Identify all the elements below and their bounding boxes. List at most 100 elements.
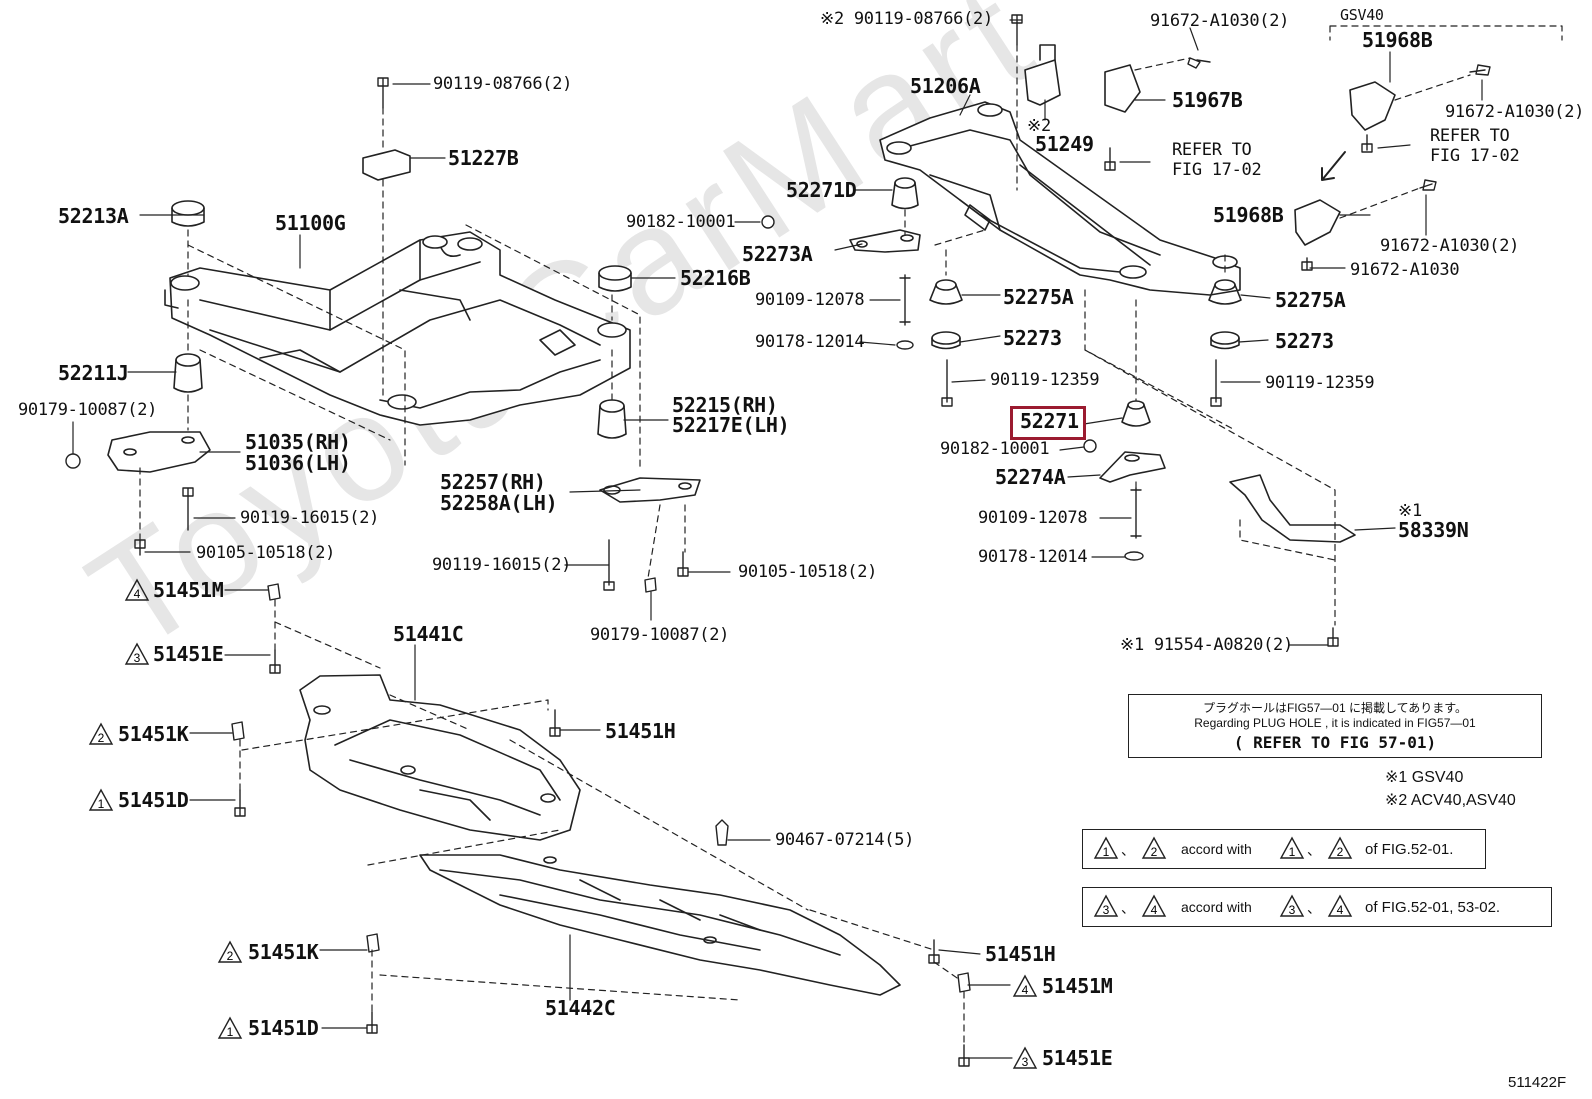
plug-hole-note-en: Regarding PLUG HOLE , it is indicated in… xyxy=(1194,716,1476,730)
leader-lines xyxy=(72,19,1483,1059)
svg-text:3: 3 xyxy=(1103,903,1110,917)
part-label: 51968B xyxy=(1213,203,1284,227)
part-label: 90182-10001 xyxy=(626,212,736,232)
crossmember-51100g xyxy=(164,231,631,426)
part-label: 52274A xyxy=(995,465,1066,489)
applicability-note-1: ※1 GSV40 xyxy=(1385,769,1464,786)
dashed-guides xyxy=(139,25,1563,1046)
part-label: ※1 xyxy=(1398,501,1422,521)
svg-text:4: 4 xyxy=(1022,983,1029,997)
part-label: 51442C xyxy=(545,996,616,1020)
part-label: 58339N xyxy=(1398,518,1469,542)
part-label: 52217E(LH) xyxy=(672,413,790,437)
part-label: 51451D xyxy=(248,1016,319,1040)
svg-text:3: 3 xyxy=(1022,1055,1029,1069)
plug-hole-note: プラグホールはFIG57—01 に掲載してあります。 Regarding PLU… xyxy=(1128,694,1542,758)
part-label: 52213A xyxy=(58,204,129,228)
triangle-marker-icon: 3 xyxy=(1093,894,1119,917)
cushion-52216b xyxy=(598,265,632,292)
part-label: 51451D xyxy=(118,788,189,812)
separator: 、 xyxy=(1121,900,1135,916)
plug-hole-note-ref: ( REFER TO FIG 57-01) xyxy=(1233,733,1437,752)
part-label: 51249 xyxy=(1035,132,1094,156)
part-label: 90109-12078 xyxy=(755,290,865,310)
part-label: FIG 17-02 xyxy=(1172,160,1262,180)
svg-text:4: 4 xyxy=(1337,903,1344,917)
part-label: 51451M xyxy=(1042,974,1113,998)
triangle-marker-icon: 1 xyxy=(217,1016,243,1039)
cushion-52211j xyxy=(173,353,203,393)
part-label: 91672-A1030(2) xyxy=(1150,11,1290,31)
svg-text:3: 3 xyxy=(1289,903,1296,917)
part-label: 90105-10518(2) xyxy=(738,562,878,582)
applicability-note-2: ※2 ACV40,ASV40 xyxy=(1385,792,1516,809)
bracket-51968b-bot xyxy=(1294,199,1341,246)
part-label: REFER TO xyxy=(1172,140,1252,160)
brace-58339n xyxy=(1229,474,1356,543)
svg-text:1: 1 xyxy=(1289,845,1296,859)
triangle-marker-icon: 2 xyxy=(1327,836,1353,859)
part-label: 51036(LH) xyxy=(245,451,351,475)
part-label: 52273 xyxy=(1003,326,1062,350)
triangle-marker-icon: 1 xyxy=(88,788,114,811)
triangle-marker-icon: 1 xyxy=(1279,836,1305,859)
bracket-51035 xyxy=(107,431,211,473)
svg-text:2: 2 xyxy=(98,731,105,745)
part-label: FIG 17-02 xyxy=(1430,146,1520,166)
part-label: 51227B xyxy=(448,146,519,170)
triangle-marker-icon: 2 xyxy=(1141,836,1167,859)
bolts xyxy=(134,14,1491,1067)
part-label: 51451K xyxy=(248,940,319,964)
part-label: 51206A xyxy=(910,74,981,98)
part-label: 51451M xyxy=(153,578,224,602)
bracket-51968b-top xyxy=(1349,81,1396,131)
triangle-marker-icon: 2 xyxy=(217,940,243,963)
triangle-marker-icon: 2 xyxy=(88,722,114,745)
engine-under-cover-51441c xyxy=(299,674,581,841)
part-label: ※2 90119-08766(2) xyxy=(820,9,993,29)
part-highlight[interactable] xyxy=(1010,406,1086,440)
part-label: 51451H xyxy=(985,942,1056,966)
part-label: 90105-10518(2) xyxy=(196,543,336,563)
part-label: 52215(RH) xyxy=(672,393,778,417)
part-label: 52275A xyxy=(1003,285,1074,309)
accord-note-1: 1 、 2 accord with 1 、 2 of FIG.52-01. xyxy=(1082,829,1486,869)
accord-text: accord with xyxy=(1181,899,1252,915)
part-label: 52271D xyxy=(786,178,857,202)
part-label: 51451E xyxy=(153,642,224,666)
triangle-marker-icon: 4 xyxy=(1327,894,1353,917)
part-label: 90119-08766(2) xyxy=(433,74,573,94)
part-label: ※2 xyxy=(1027,116,1051,136)
plug-hole-note-jp: プラグホールはFIG57—01 に掲載してあります。 xyxy=(1202,701,1468,715)
bracket-52257 xyxy=(599,477,701,503)
cushion-52273-l xyxy=(931,331,961,350)
crossmember-51206a xyxy=(879,101,1241,296)
part-label: 91672-A1030(2) xyxy=(1445,102,1585,122)
cushion-52213a xyxy=(171,200,205,227)
svg-text:2: 2 xyxy=(1337,845,1344,859)
part-label: 90178-12014 xyxy=(755,332,865,352)
part-label: 90467-07214(5) xyxy=(775,830,915,850)
accord-note-2: 3 、 4 accord with 3 、 4 of FIG.52-01, 53… xyxy=(1082,887,1552,927)
part-label: 52258A(LH) xyxy=(440,491,558,515)
part-label: 52273A xyxy=(742,242,813,266)
triangle-marker-icon: 1 xyxy=(1093,836,1119,859)
bracket-52274a xyxy=(1099,451,1166,483)
triangle-marker-icon: 4 xyxy=(124,578,150,601)
part-label: 52275A xyxy=(1275,288,1346,312)
part-label: REFER TO xyxy=(1430,126,1510,146)
part-label: 51451K xyxy=(118,722,189,746)
engine-under-cover-51442c xyxy=(419,854,901,996)
separator: 、 xyxy=(1307,900,1321,916)
svg-text:4: 4 xyxy=(1151,903,1158,917)
cushion-52215 xyxy=(597,399,627,439)
svg-text:2: 2 xyxy=(1151,845,1158,859)
part-label: 90179-10087(2) xyxy=(590,625,730,645)
part-label-highlighted[interactable]: 52271 xyxy=(1020,409,1079,433)
part-label: 51100G xyxy=(275,211,346,235)
part-label: 90109-12078 xyxy=(978,508,1088,528)
bracket-51249 xyxy=(1024,44,1061,106)
part-label: 51441C xyxy=(393,622,464,646)
bracket-51227b xyxy=(362,149,411,181)
part-label: 52216B xyxy=(680,266,751,290)
